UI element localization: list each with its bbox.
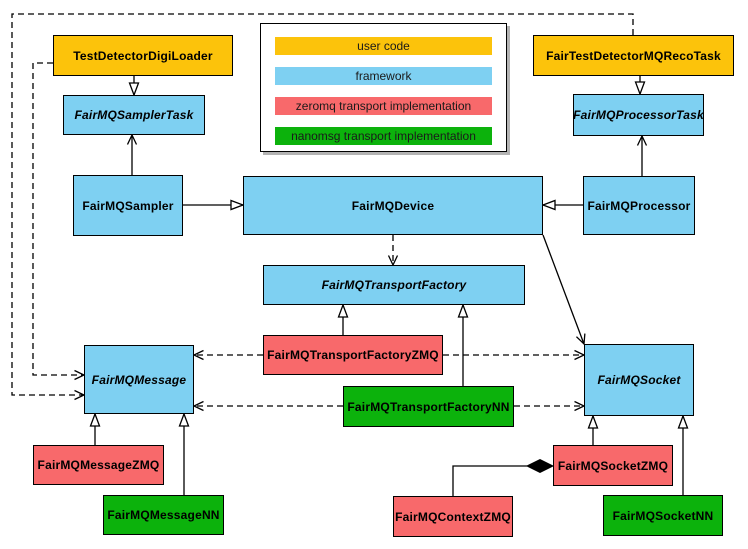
- node-fairmq-transport-factory: FairMQTransportFactory: [263, 265, 525, 305]
- node-fairmq-transport-factory-nn: FairMQTransportFactoryNN: [343, 386, 514, 427]
- node-fairmq-context-zmq: FairMQContextZMQ: [393, 496, 513, 537]
- edge-recotask-message-dependency: [11, 13, 634, 401]
- node-fairmq-sampler: FairMQSampler: [73, 175, 183, 236]
- legend-item-zeromq: zeromq transport implementation: [275, 97, 492, 115]
- node-fair-test-detector-mq-reco-task: FairTestDetectorMQRecoTask: [533, 35, 734, 76]
- node-fairmq-message: FairMQMessage: [84, 345, 194, 414]
- node-fairmq-socket: FairMQSocket: [584, 344, 694, 416]
- legend: user code framework zeromq transport imp…: [260, 23, 507, 152]
- node-test-detector-digi-loader: TestDetectorDigiLoader: [53, 35, 233, 76]
- edge-device-socket-association: [542, 234, 586, 346]
- legend-item-nanomsg: nanomsg transport implementation: [275, 127, 492, 145]
- legend-item-user-code: user code: [275, 37, 492, 55]
- node-fairmq-socket-nn: FairMQSocketNN: [603, 495, 723, 536]
- composition-diamond-icon: [525, 458, 555, 474]
- node-fairmq-processor: FairMQProcessor: [583, 176, 695, 235]
- node-fairmq-device: FairMQDevice: [243, 176, 543, 235]
- node-fairmq-transport-factory-zmq: FairMQTransportFactoryZMQ: [263, 335, 443, 375]
- node-fairmq-sampler-task: FairMQSamplerTask: [63, 95, 205, 135]
- edge-digiloader-message-dependency: [32, 62, 86, 381]
- edge-contextzmq-socketzmq-composition: [452, 465, 527, 496]
- legend-item-framework: framework: [275, 67, 492, 85]
- node-fairmq-message-nn: FairMQMessageNN: [103, 495, 224, 535]
- node-fairmq-message-zmq: FairMQMessageZMQ: [33, 445, 164, 485]
- node-fairmq-processor-task: FairMQProcessorTask: [573, 94, 704, 136]
- node-fairmq-socket-zmq: FairMQSocketZMQ: [553, 445, 673, 486]
